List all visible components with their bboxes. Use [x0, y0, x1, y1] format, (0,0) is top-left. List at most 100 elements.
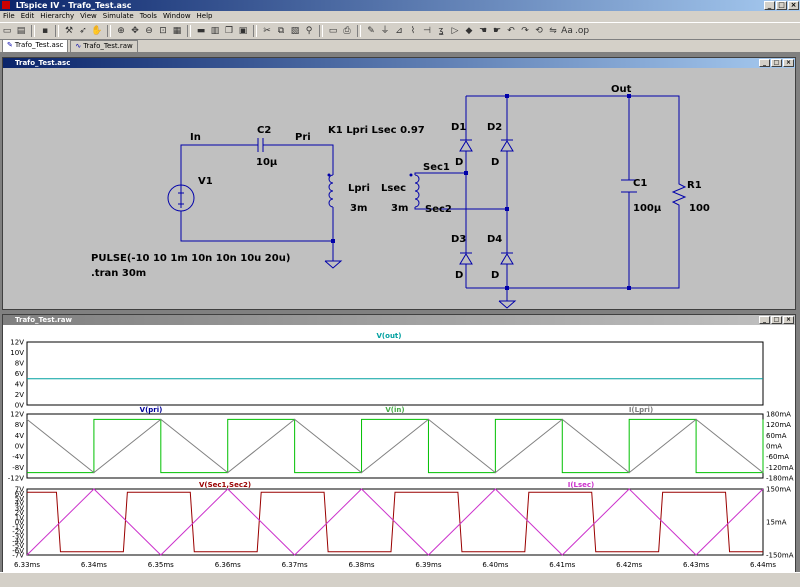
trace-label-vout[interactable]: V(out): [377, 332, 402, 340]
schematic-window[interactable]: Trafo_Test.asc _ □ ×: [2, 57, 796, 310]
print-icon[interactable]: ⎙: [343, 26, 351, 36]
undo-icon[interactable]: ↶: [507, 26, 515, 36]
schematic-minimize-button[interactable]: _: [759, 59, 770, 67]
capacitor-icon[interactable]: ⊣: [423, 26, 431, 36]
menu-window[interactable]: Window: [162, 12, 191, 20]
c1-value: 100µ: [633, 203, 662, 214]
open-icon[interactable]: ▭: [2, 26, 12, 36]
tab-trafo-test-asc[interactable]: ✎Trafo_Test.asc: [2, 39, 69, 52]
diode-icon[interactable]: ▷: [451, 26, 459, 36]
x-tick-label: 6.43ms: [683, 561, 709, 569]
trace-label-ilsec[interactable]: I(Lsec): [568, 481, 595, 489]
menu-view[interactable]: View: [80, 12, 97, 20]
trace-label-vsec[interactable]: V(Sec1,Sec2): [199, 481, 251, 489]
schematic-close-button[interactable]: ×: [783, 59, 794, 67]
hammer-icon[interactable]: ⚒: [64, 26, 74, 36]
menu-tools[interactable]: Tools: [139, 12, 157, 20]
ground-icon[interactable]: ⏚: [380, 26, 390, 36]
run-icon[interactable]: ➶: [79, 26, 87, 36]
minimize-button[interactable]: _: [764, 1, 775, 10]
y-tick-label: 8V: [15, 421, 24, 429]
right-y-tick-label: -150mA: [766, 552, 794, 560]
junction-dot: [464, 171, 468, 175]
spice-directive-icon[interactable]: .op: [575, 26, 590, 36]
label-net-icon[interactable]: ⊿: [395, 26, 403, 36]
pan-icon[interactable]: ✥: [131, 26, 139, 36]
paste-icon[interactable]: ▧: [290, 26, 300, 36]
y-tick-label: 4V: [15, 500, 24, 508]
close-window-icon[interactable]: ▣: [238, 26, 248, 36]
tab-trafo-test-raw[interactable]: ∿Trafo_Test.raw: [70, 40, 138, 52]
ltspice-logo-icon: [2, 1, 10, 9]
y-tick-label: -2V: [12, 528, 24, 536]
y-tick-label: 1V: [15, 514, 24, 522]
r1-value: 100: [689, 203, 710, 214]
menu-edit[interactable]: Edit: [20, 12, 35, 20]
x-tick-label: 6.37ms: [282, 561, 308, 569]
menu-file[interactable]: File: [3, 12, 15, 20]
y-tick-label: 5V: [15, 495, 24, 503]
lpri-name: Lpri: [348, 183, 370, 194]
pane-1-frame: [26, 341, 764, 406]
right-y-tick-label: 15mA: [766, 519, 787, 527]
tile-horizontal-icon[interactable]: ▬: [196, 26, 206, 36]
drag-icon[interactable]: ☛: [492, 26, 502, 36]
right-y-tick-label: 60mA: [766, 432, 787, 440]
copy-icon[interactable]: ⧉: [277, 26, 285, 36]
d3-model: D: [455, 270, 463, 281]
inductor-icon[interactable]: ʓ: [438, 26, 444, 36]
y-tick-label: 0V: [15, 443, 24, 451]
autorange-icon[interactable]: ▦: [172, 26, 182, 36]
find-icon[interactable]: ⚲: [305, 26, 313, 36]
cut-icon[interactable]: ✂: [263, 26, 271, 36]
component-icon[interactable]: ◆: [465, 26, 473, 36]
junction-dot: [331, 239, 335, 243]
y-tick-label: -5V: [12, 542, 24, 550]
mirror-icon[interactable]: ⇋: [549, 26, 557, 36]
schematic-canvas[interactable]: In Pri Out C2 10µ V1 Lpri 3m Lsec 3m Sec…: [3, 68, 795, 309]
resistor-icon[interactable]: ⌇: [410, 26, 416, 36]
x-tick-label: 6.41ms: [549, 561, 575, 569]
y-tick-label: 6V: [15, 370, 24, 378]
menu-hierarchy[interactable]: Hierarchy: [40, 12, 75, 20]
lsec-value: 3m: [391, 203, 408, 214]
text-icon[interactable]: Aa: [561, 26, 573, 36]
trace-label-ilpri[interactable]: I(Lpri): [629, 406, 653, 414]
rotate-icon[interactable]: ⟲: [535, 26, 543, 36]
cascade-icon[interactable]: ❐: [224, 26, 234, 36]
toolbar-separator: [107, 25, 111, 37]
waveform-maximize-button[interactable]: □: [771, 316, 782, 324]
redo-icon[interactable]: ↷: [521, 26, 529, 36]
tile-vertical-icon[interactable]: ▥: [210, 26, 220, 36]
waveform-close-button[interactable]: ×: [783, 316, 794, 324]
waveform-plot-area[interactable]: V(out) V(pri) V(in) I(Lpri) V(Sec1,Sec2)…: [3, 325, 795, 585]
wire-icon[interactable]: ✎: [367, 26, 375, 36]
lpri-inductor-symbol: [328, 174, 334, 218]
right-y-tick-label: -60mA: [766, 453, 789, 461]
save-icon[interactable]: ▪: [41, 26, 49, 36]
menu-help[interactable]: Help: [196, 12, 213, 20]
schematic-maximize-button[interactable]: □: [771, 59, 782, 67]
move-icon[interactable]: ☚: [478, 26, 488, 36]
zoom-out-icon[interactable]: ⊖: [145, 26, 153, 36]
maximize-button[interactable]: □: [776, 1, 787, 10]
d1-diode-symbol: [459, 133, 473, 153]
print-setup-icon[interactable]: ▭: [328, 26, 338, 36]
menu-simulate[interactable]: Simulate: [102, 12, 134, 20]
ground-symbol: [324, 260, 343, 269]
schematic-icon[interactable]: ▤: [16, 26, 26, 36]
trace-label-vin[interactable]: V(in): [385, 406, 404, 414]
x-tick-label: 6.38ms: [349, 561, 375, 569]
zoom-fit-icon[interactable]: ⊡: [159, 26, 167, 36]
lpri-value: 3m: [350, 203, 367, 214]
net-label-sec2: Sec2: [425, 204, 452, 215]
zoom-in-icon[interactable]: ⊕: [117, 26, 125, 36]
waveform-minimize-button[interactable]: _: [759, 316, 770, 324]
y-tick-label: 7V: [15, 486, 24, 494]
waveform-window[interactable]: Trafo_Test.raw _ □ × V(out) V(pri) V(in)…: [2, 314, 796, 586]
close-button[interactable]: ×: [788, 1, 799, 10]
halt-icon[interactable]: ✋: [91, 26, 103, 36]
toolbar-separator: [55, 25, 59, 37]
trace-label-vpri[interactable]: V(pri): [140, 406, 163, 414]
app-title: LTspice IV - Trafo_Test.asc: [15, 1, 132, 10]
